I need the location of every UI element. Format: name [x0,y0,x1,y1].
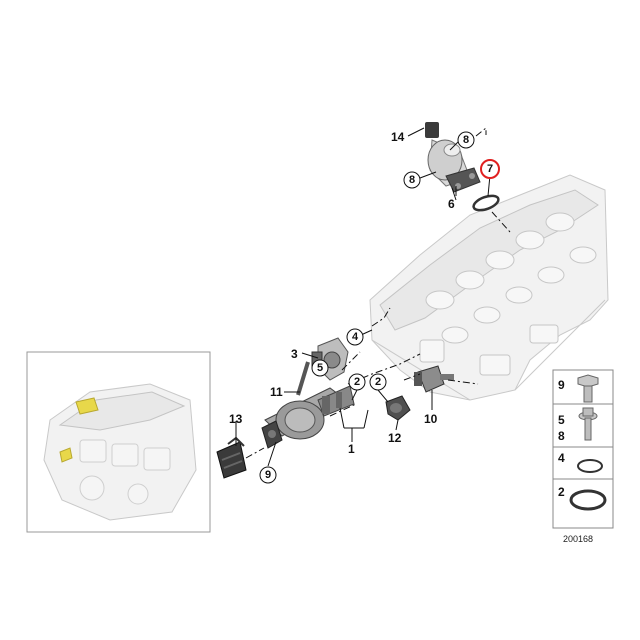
callout-9[interactable]: 9 [259,466,277,484]
solenoid-valve-top[interactable] [425,122,481,201]
bolt-part-11[interactable] [296,361,310,396]
legend-panel: 9 5 8 4 2 [552,369,614,529]
callout-10: 10 [424,412,438,426]
plug-part-12[interactable] [385,395,411,421]
vanos-solenoid-part-1[interactable] [261,385,355,449]
callout-8-upper[interactable]: 8 [457,131,475,149]
callout-3: 3 [291,347,298,361]
sealing-ring-icon [569,489,607,511]
callout-11: 11 [270,385,283,399]
svg-text:2: 2 [375,376,381,388]
callout-5[interactable]: 5 [311,359,329,377]
hex-bolt-icon [577,374,599,403]
cylinder-head-illustration [369,174,609,401]
legend-9: 9 [558,378,565,392]
svg-text:9: 9 [265,469,271,481]
legend-5: 5 [558,413,565,427]
callout-13: 13 [229,412,243,426]
svg-text:8: 8 [409,174,415,186]
gasket-seal-7[interactable] [472,193,501,213]
catalog-number: 200168 [563,534,593,544]
callout-2-right[interactable]: 2 [369,373,387,391]
legend-4: 4 [558,451,565,465]
svg-text:7: 7 [487,163,493,175]
callout-4[interactable]: 4 [346,328,364,346]
svg-text:5: 5 [317,362,323,374]
flange-screw-icon [578,407,598,441]
connector-part-13[interactable] [216,436,247,479]
callout-8-lower[interactable]: 8 [403,171,421,189]
svg-text:2: 2 [354,376,360,388]
svg-text:4: 4 [352,331,359,343]
engine-highlight-marker [75,397,99,415]
sensor-part-10[interactable] [414,365,454,393]
callout-12: 12 [388,431,402,445]
legend-2: 2 [558,485,565,499]
callout-7-highlighted[interactable]: 7 [480,159,500,179]
callout-6: 6 [448,197,455,211]
o-ring-icon [577,459,603,473]
callout-2-left[interactable]: 2 [348,373,366,391]
callout-1: 1 [348,442,355,456]
svg-text:8: 8 [463,134,469,146]
legend-8: 8 [558,429,565,443]
callout-14: 14 [391,130,405,144]
engine-overview-inset [26,351,211,533]
